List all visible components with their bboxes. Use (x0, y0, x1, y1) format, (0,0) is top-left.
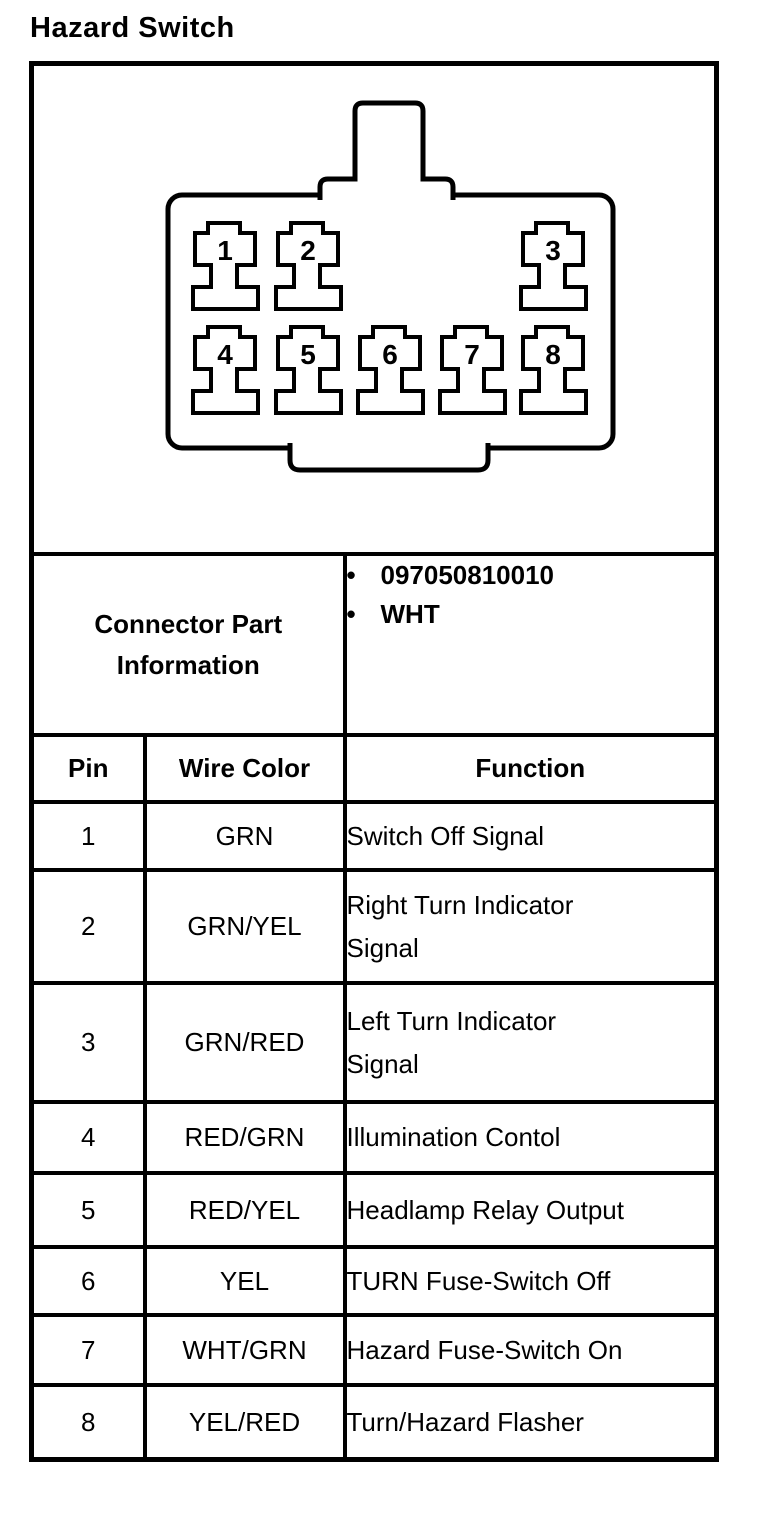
diagram-row: 1 2 3 4 5 6 7 8 (29, 61, 719, 556)
pin-cavity: 4 (191, 325, 260, 415)
pin-number-cell: 3 (29, 981, 147, 1104)
pin-number-cell: 5 (29, 1171, 147, 1249)
part-info-value: WHT (380, 599, 440, 629)
bullet-icon: • (346, 560, 356, 590)
part-info-value: 097050810010 (380, 560, 555, 590)
pin-number-cell: 4 (29, 1100, 147, 1175)
connector-part-info-label: Connector Part Information (29, 552, 347, 737)
pin-cavity: 8 (519, 325, 588, 415)
pin-number-label: 2 (300, 235, 316, 266)
pin-number-label: 3 (545, 235, 561, 266)
connector-diagram-cell: 1 2 3 4 5 6 7 8 (29, 61, 719, 556)
page-title: Hazard Switch (30, 12, 235, 44)
wire-color-cell: YEL (142, 1245, 347, 1317)
wire-color-cell: YEL/RED (142, 1383, 347, 1462)
pin-cavity-shape (274, 325, 343, 415)
pin-number-label: 4 (217, 339, 233, 370)
pin-cavity: 1 (191, 221, 260, 311)
table-row: 1 GRN Switch Off Signal (29, 800, 719, 872)
pin-cavity: 5 (274, 325, 343, 415)
pin-number-label: 1 (217, 235, 233, 266)
pin-cavity-shape (191, 221, 260, 311)
column-header-pin: Pin (29, 733, 147, 804)
column-header-function: Function (342, 733, 719, 804)
table-row: 7 WHT/GRN Hazard Fuse-Switch On (29, 1313, 719, 1387)
part-info-label-line1: Connector Part (94, 608, 283, 639)
function-cell: Switch Off Signal (342, 800, 719, 872)
pin-cavity-shape (519, 221, 588, 311)
pin-cavity-shape (274, 221, 343, 311)
pin-number-label: 5 (300, 339, 316, 370)
function-cell: Hazard Fuse-Switch On (342, 1313, 719, 1387)
pin-number-cell: 6 (29, 1245, 147, 1317)
pin-cavity: 7 (438, 325, 507, 415)
part-info-label-line2: Information (116, 649, 260, 680)
function-cell: Headlamp Relay Output (342, 1171, 719, 1249)
function-cell: Illumination Contol (342, 1100, 719, 1175)
wire-color-cell: GRN/YEL (142, 868, 347, 985)
pin-number-cell: 1 (29, 800, 147, 872)
pin-number-label: 6 (382, 339, 398, 370)
wire-color-cell: RED/YEL (142, 1171, 347, 1249)
connector-bottom-tab-icon (287, 443, 491, 473)
pin-number-cell: 8 (29, 1383, 147, 1462)
wire-color-cell: RED/GRN (142, 1100, 347, 1175)
pin-number-label: 7 (464, 339, 480, 370)
pin-cavity-shape (356, 325, 425, 415)
pin-cavity: 6 (356, 325, 425, 415)
wire-color-cell: GRN (142, 800, 347, 872)
connector-pins: 1 2 3 4 5 6 7 8 (191, 221, 588, 415)
part-info-bullet-item: • WHT (347, 595, 715, 634)
pin-cavity-shape (438, 325, 507, 415)
function-cell: Turn/Hazard Flasher (342, 1383, 719, 1462)
connector-diagram-wrap: 1 2 3 4 5 6 7 8 (34, 66, 714, 552)
wire-color-cell: GRN/RED (142, 981, 347, 1104)
connector-key-tab-icon (317, 100, 456, 200)
pin-number-cell: 2 (29, 868, 147, 985)
table-row: 5 RED/YEL Headlamp Relay Output (29, 1171, 719, 1249)
pin-number-label: 8 (545, 339, 561, 370)
function-cell: TURN Fuse-Switch Off (342, 1245, 719, 1317)
pin-cavity: 2 (274, 221, 343, 311)
table-row: 6 YEL TURN Fuse-Switch Off (29, 1245, 719, 1317)
table-row: 8 YEL/RED Turn/Hazard Flasher (29, 1383, 719, 1462)
part-info-bullet-item: • 097050810010 (347, 556, 715, 595)
connector-diagram: 1 2 3 4 5 6 7 8 (165, 100, 616, 473)
table-row: 4 RED/GRN Illumination Contol (29, 1100, 719, 1175)
pin-number-cell: 7 (29, 1313, 147, 1387)
pin-cavity-shape (191, 325, 260, 415)
table-header-row: Pin Wire Color Function (29, 733, 719, 804)
pin-cavity: 3 (519, 221, 588, 311)
pin-cavity-shape (519, 325, 588, 415)
column-header-wire-color: Wire Color (142, 733, 347, 804)
connector-part-info-values: • 097050810010 • WHT (342, 552, 719, 737)
bullet-icon: • (346, 599, 356, 629)
part-info-row: Connector Part Information • 09705081001… (29, 552, 719, 737)
wire-color-cell: WHT/GRN (142, 1313, 347, 1387)
